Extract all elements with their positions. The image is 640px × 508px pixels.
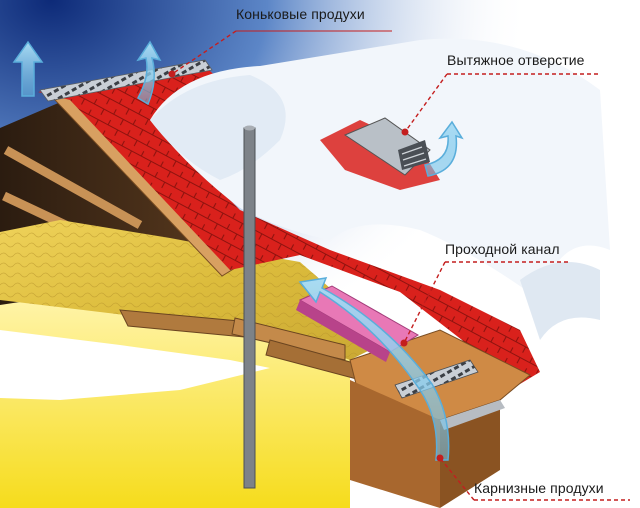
exhaust-vent-unit: [320, 117, 440, 190]
label-eave-vents: Карнизные продухи: [474, 480, 604, 496]
label-exhaust-opening: Вытяжное отверстие: [447, 52, 585, 68]
vent-pipe: [243, 127, 256, 489]
airflow-arrows: [12, 40, 464, 461]
label-pass-channel: Проходной канал: [445, 241, 560, 257]
label-ridge-vents: Коньковые продухи: [236, 6, 365, 22]
leader-lines: [171, 30, 630, 501]
roof-tiles: [38, 62, 540, 390]
ceiling-beams: [119, 309, 373, 383]
